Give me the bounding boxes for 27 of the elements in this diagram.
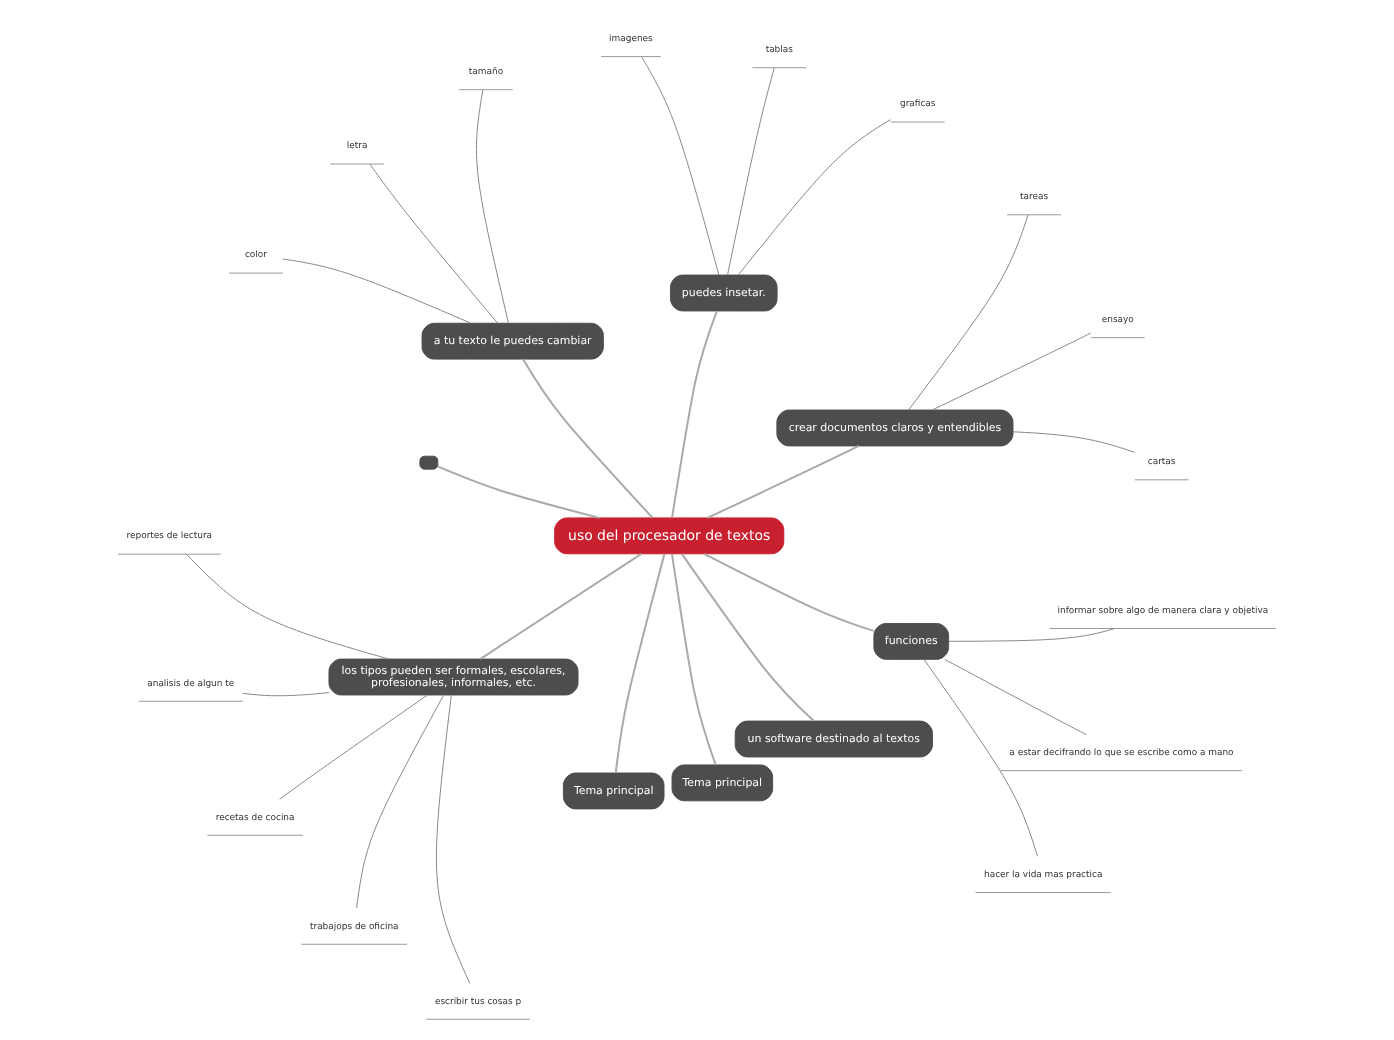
connector (614, 552, 666, 774)
connector (948, 628, 1115, 642)
connector (522, 358, 654, 519)
connector (703, 552, 875, 632)
connector (738, 119, 892, 276)
connector (242, 692, 330, 697)
connector (282, 258, 472, 324)
connector (923, 659, 1039, 857)
connector (279, 694, 428, 800)
connector (931, 332, 1092, 411)
connector (727, 67, 775, 276)
node-box (419, 455, 439, 470)
connector (437, 465, 601, 519)
connector (706, 444, 860, 519)
connector (479, 552, 643, 660)
connector (671, 310, 718, 519)
connector (680, 552, 815, 723)
connector (908, 214, 1029, 411)
connector (641, 56, 720, 276)
connector (369, 163, 499, 324)
connector (356, 694, 445, 909)
connector (186, 553, 390, 660)
connector (1012, 431, 1136, 453)
connector (670, 553, 717, 766)
connector (435, 694, 471, 984)
connector (944, 658, 1087, 736)
connector (476, 89, 509, 324)
